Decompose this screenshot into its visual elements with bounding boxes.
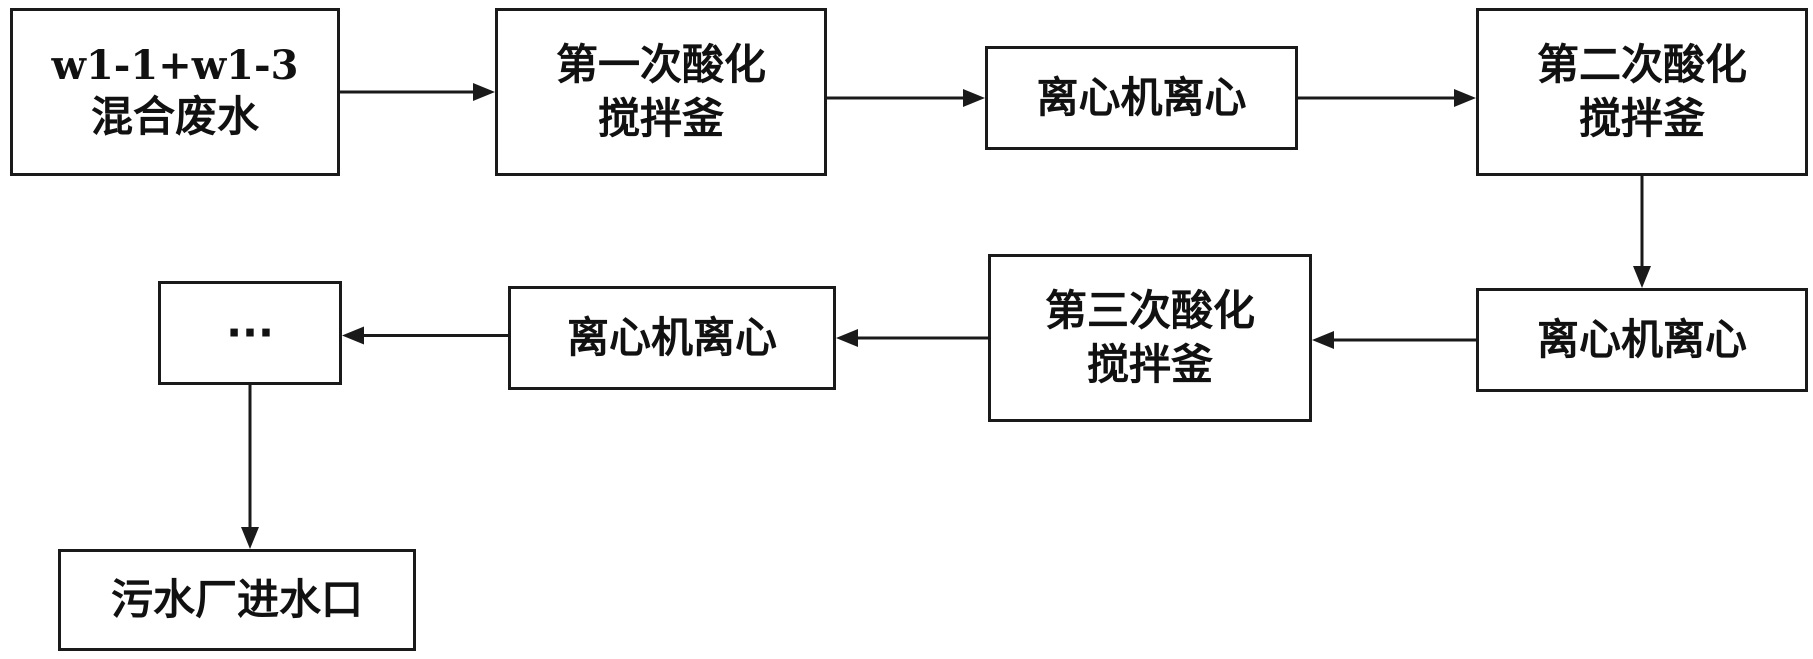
arrowhead-cent3-to-more xyxy=(342,326,364,345)
node-first-acidification-line-2: 搅拌釜 xyxy=(597,94,724,143)
arrowhead-acid3-to-cent3 xyxy=(836,329,858,347)
node-second-acidification-line-2: 搅拌釜 xyxy=(1578,94,1705,143)
node-third-acidification-line-2: 搅拌釜 xyxy=(1086,340,1213,389)
node-first-acidification-line-1: 第一次酸化 xyxy=(555,40,766,90)
node-mixed-wastewater-line-1: w1-1+w1-3 xyxy=(51,41,299,89)
node-centrifuge-3: 离心机离心 xyxy=(508,286,836,390)
node-sewage-plant-inlet-label: 污水厂进水口 xyxy=(110,575,363,625)
arrowhead-more-to-sink xyxy=(241,527,259,549)
arrowhead-acid1-to-cent1 xyxy=(963,89,985,107)
node-ellipsis: ··· xyxy=(158,281,342,385)
node-ellipsis-label: ··· xyxy=(226,308,274,358)
node-sewage-plant-inlet: 污水厂进水口 xyxy=(58,549,416,651)
arrowhead-cent1-to-acid2 xyxy=(1454,89,1476,107)
node-third-acidification-line-1: 第三次酸化 xyxy=(1044,286,1255,336)
node-centrifuge-3-label: 离心机离心 xyxy=(566,313,777,363)
node-centrifuge-1: 离心机离心 xyxy=(985,46,1298,150)
arrowhead-cent2-to-acid3 xyxy=(1312,331,1334,349)
node-first-acidification-tank: 第一次酸化 搅拌釜 xyxy=(495,8,827,176)
node-mixed-wastewater: w1-1+w1-3 混合废水 xyxy=(10,8,340,176)
arrowhead-source-to-acid1 xyxy=(473,83,495,101)
node-centrifuge-2: 离心机离心 xyxy=(1476,288,1808,392)
node-centrifuge-1-label: 离心机离心 xyxy=(1036,73,1247,123)
node-second-acidification-line-1: 第二次酸化 xyxy=(1536,40,1747,90)
node-second-acidification-tank: 第二次酸化 搅拌釜 xyxy=(1476,8,1808,176)
node-third-acidification-tank: 第三次酸化 搅拌釜 xyxy=(988,254,1312,422)
node-centrifuge-2-label: 离心机离心 xyxy=(1536,315,1747,365)
node-mixed-wastewater-line-2: 混合废水 xyxy=(90,91,259,141)
arrowhead-acid2-to-cent2 xyxy=(1633,266,1651,288)
